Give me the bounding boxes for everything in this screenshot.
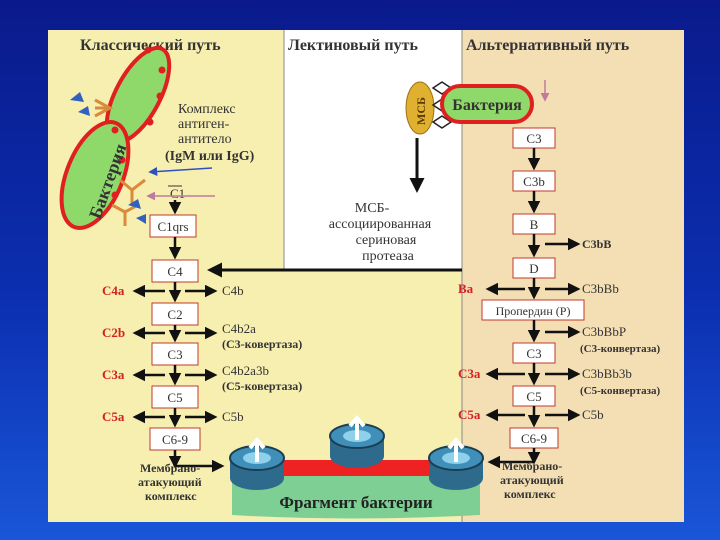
classic-box-c3: C3 [151,342,199,366]
header-classic: Классический путь [80,37,221,54]
svg-text:C6-9: C6-9 [162,432,188,447]
alt-box-b: B [512,213,556,235]
alt-right-c3-conv: (C3-конвертаза) [580,343,661,355]
classic-right-c4b2a3b: C4b2a3b [222,363,269,378]
classic-right-c5b: C5b [222,409,244,424]
header-lectin: Лектиновый путь [288,37,418,54]
classic-box-c4: C4 [151,259,199,283]
classic-right-c5-conv: (C5-ковертаза) [222,379,302,393]
alt-right-c5-conv: (C5-конвертаза) [580,385,661,397]
svg-text:C1qrs: C1qrs [157,219,188,234]
svg-text:C5: C5 [526,389,541,404]
classic-membrane-2: атакующий [138,475,202,489]
classic-left-c4a: C4a [102,283,125,298]
alt-right-c3bb: C3bB [582,237,611,251]
alt-box-c3: C3 [512,342,556,364]
classic-box-c5: C5 [151,385,199,409]
classic-box-c1qrs: C1qrs [149,214,197,238]
fragment-label: Фрагмент бактерии [279,493,433,512]
lectin-panel [284,30,462,270]
alt-right-c3bbb: C3bBb [582,281,619,296]
svg-text:C4: C4 [167,264,183,279]
complex-label-1: Комплекс [178,102,236,117]
alt-left-c5a: C5a [458,407,481,422]
svg-text:B: B [530,217,539,232]
alt-left-c3a: C3a [458,366,481,381]
protease-label-3: сериновая [356,233,417,248]
classic-box-c2: C2 [151,302,199,326]
svg-text:C3: C3 [167,347,182,362]
svg-text:C6-9: C6-9 [521,431,547,446]
svg-text:C3: C3 [526,131,541,146]
alt-right-c3bbb3b: C3bBb3b [582,366,632,381]
classic-left-c5a: C5a [102,409,125,424]
mac-pore-middle [329,414,385,468]
lectin-bacteria-label: Бактерия [452,97,522,114]
svg-text:C3b: C3b [523,174,545,189]
classic-left-c3a: C3a [102,367,125,382]
classic-right-c3-conv: (C3-ковертаза) [222,337,302,351]
c1-label: C1 [170,186,185,201]
mac-pore-right [428,436,484,490]
msb-label: МСБ [414,97,428,125]
alt-box-c6-9: C6-9 [509,427,559,449]
alt-box-properdin: Пропердин (P) [481,299,585,321]
classic-left-c2b: C2b [102,325,125,340]
alt-right-c3bbbp: C3bBbP [582,324,626,339]
svg-text:C2: C2 [167,307,182,322]
svg-text:Пропердин (P): Пропердин (P) [496,304,571,318]
complex-label-4: (IgM или IgG) [165,149,255,164]
header-alternative: Альтернативный путь [466,37,630,54]
classic-right-c4b: C4b [222,283,244,298]
alt-right-c5b: C5b [582,407,604,422]
mac-pore-left [229,436,285,490]
alt-left-ba: Ba [458,281,474,296]
antibody-icon [94,98,146,226]
alt-membrane-1: Мембрано- [502,459,562,473]
protease-label-1: МСБ- [355,201,390,216]
c1-molecule-icon [70,92,146,224]
complex-label-2: антиген- [178,117,230,132]
alt-box-c3b: C3b [512,170,556,192]
svg-text:C3: C3 [526,346,541,361]
bacterial-fragment: Фрагмент бактерии [232,460,480,519]
svg-text:C5: C5 [167,390,182,405]
alt-membrane-2: атакующий [500,473,564,487]
classic-right-c4b2a: C4b2a [222,321,256,336]
classic-membrane-1: Мембрано- [140,461,200,475]
alt-membrane-3: комплекс [504,487,556,501]
classic-membrane-3: комплекс [145,489,197,503]
lectin-bacteria: Бактерия [440,84,534,124]
alt-box-c5: C5 [512,385,556,407]
alt-box-c3-top: C3 [512,127,556,149]
complex-label-3: антитело [178,132,232,147]
svg-text:D: D [529,261,538,276]
protease-label-2: ассоциированная [329,217,432,232]
alt-box-d: D [512,257,556,279]
classic-box-c6-9: C6-9 [149,427,201,451]
protease-label-4: протеаза [362,249,415,264]
